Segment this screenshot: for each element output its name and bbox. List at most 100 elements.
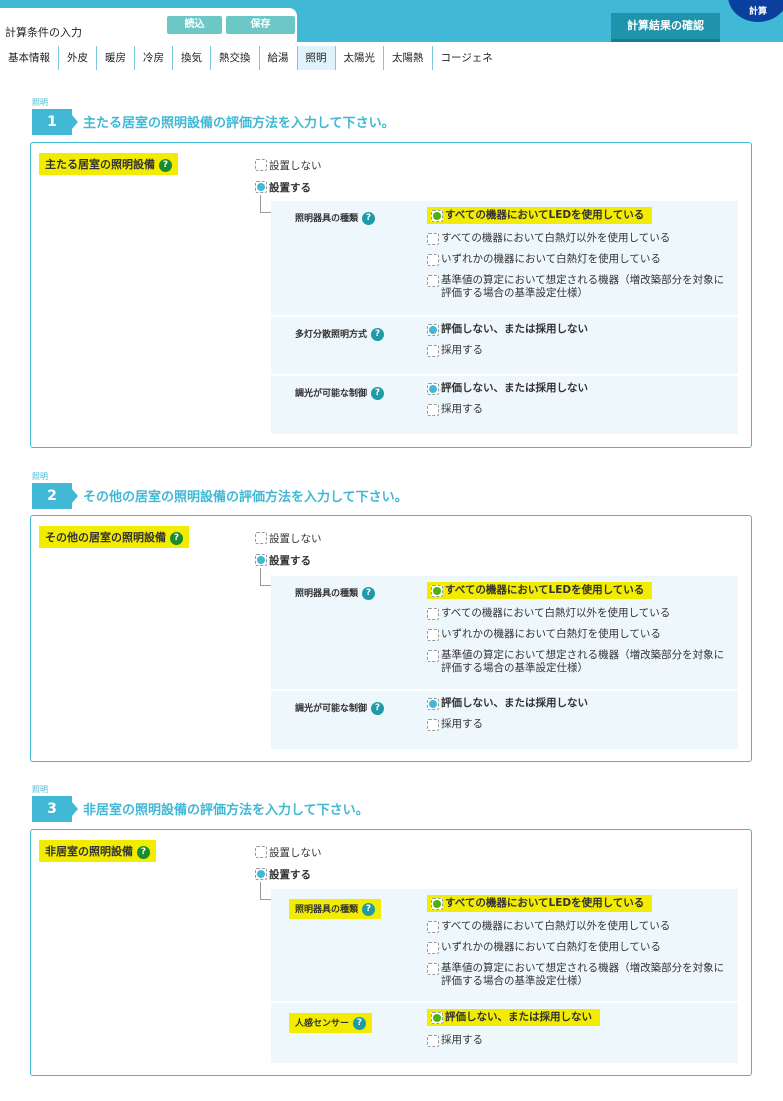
section-number: 1 <box>32 109 78 135</box>
option-radio[interactable]: 採用する <box>427 344 730 357</box>
help-icon[interactable]: ? <box>137 845 150 859</box>
nav-item[interactable]: 太陽光 <box>336 46 384 70</box>
equipment-label: その他の居室の照明設備? <box>39 526 189 548</box>
help-icon[interactable]: ? <box>371 702 385 715</box>
option-radio[interactable]: 採用する <box>427 403 730 416</box>
radio-icon <box>427 942 439 954</box>
option-label: 設置しない <box>269 533 322 545</box>
calc-button[interactable]: 計算 <box>728 0 783 22</box>
options: 評価しない、または採用しない採用する <box>427 1009 730 1055</box>
radio-icon <box>427 404 439 416</box>
radio-icon <box>427 345 439 357</box>
nav-item[interactable]: 熱交換 <box>211 46 260 70</box>
equipment-label: 非居室の照明設備? <box>39 840 156 862</box>
option-radio[interactable]: 基準値の算定において想定される機器（増改築部分を対象に評価する場合の基準設定仕様… <box>427 274 730 300</box>
option-label: いずれかの機器において白熱灯を使用している <box>441 941 661 953</box>
option-label: 設置しない <box>269 160 322 172</box>
help-icon[interactable]: ? <box>371 328 385 341</box>
setting-label: 人感センサー? <box>289 1013 373 1033</box>
option-label: 基準値の算定において想定される機器（増改築部分を対象に評価する場合の基準設定仕様… <box>441 962 725 987</box>
option-radio[interactable]: すべての機器においてLEDを使用している <box>427 582 730 599</box>
option-radio[interactable]: すべての機器において白熱灯以外を使用している <box>427 920 730 933</box>
nav-item[interactable]: 太陽熱 <box>384 46 433 70</box>
help-icon[interactable]: ? <box>353 1017 367 1030</box>
option-label: 採用する <box>441 403 483 415</box>
tab-title: 計算条件の入力 <box>5 26 82 39</box>
install-radio[interactable]: 設置する <box>255 553 311 568</box>
nav-item[interactable]: 照明 <box>297 46 336 70</box>
option-label: 採用する <box>441 1034 483 1046</box>
setting-label-text: 照明器具の種類 <box>295 589 359 599</box>
calc-result-button[interactable]: 計算結果の確認 <box>611 13 720 42</box>
section-box: 主たる居室の照明設備? 設置しない 設置する 照明器具の種類? すべての機器にお… <box>30 142 752 448</box>
option-label: すべての機器において白熱灯以外を使用している <box>441 607 671 619</box>
option-radio[interactable]: すべての機器において白熱灯以外を使用している <box>427 232 730 245</box>
option-label: いずれかの機器において白熱灯を使用している <box>441 253 661 265</box>
option-radio[interactable]: すべての機器において白熱灯以外を使用している <box>427 607 730 620</box>
option-radio[interactable]: いずれかの機器において白熱灯を使用している <box>427 628 730 641</box>
help-icon[interactable]: ? <box>159 158 172 172</box>
install-radio[interactable]: 設置する <box>255 180 311 195</box>
radio-icon <box>255 159 267 171</box>
radio-checked-icon <box>427 698 439 710</box>
section-title: 主たる居室の照明設備の評価方法を入力して下さい。 <box>83 116 395 131</box>
equipment-label: 主たる居室の照明設備? <box>39 153 178 175</box>
nav-item[interactable]: 基本情報 <box>0 46 59 70</box>
option-label: 設置する <box>269 869 311 881</box>
section-number: 2 <box>32 483 78 509</box>
option-label: すべての機器においてLEDを使用している <box>445 584 645 596</box>
option-radio[interactable]: 評価しない、または採用しない <box>427 323 730 336</box>
option-label: すべての機器においてLEDを使用している <box>445 897 645 909</box>
category-nav: 基本情報外皮暖房冷房換気熱交換給湯照明太陽光太陽熱コージェネ <box>0 46 501 70</box>
option-radio[interactable]: すべての機器においてLEDを使用している <box>427 207 730 224</box>
options: 評価しない、または採用しない採用する <box>427 382 730 424</box>
option-radio[interactable]: 基準値の算定において想定される機器（増改築部分を対象に評価する場合の基準設定仕様… <box>427 962 730 988</box>
help-icon[interactable]: ? <box>371 387 385 400</box>
option-label: 評価しない、または採用しない <box>441 697 588 709</box>
option-radio[interactable]: 採用する <box>427 1034 730 1047</box>
setting-row: 調光が可能な制御? 評価しない、または採用しない採用する <box>271 376 738 434</box>
install-radio[interactable]: 設置する <box>255 867 311 882</box>
radio-checked-icon <box>431 1012 443 1024</box>
setting-label: 照明器具の種類? <box>289 899 382 919</box>
load-button[interactable]: 読込 <box>167 16 222 34</box>
option-label: 設置する <box>269 182 311 194</box>
save-button[interactable]: 保存 <box>226 16 295 34</box>
option-radio[interactable]: 評価しない、または採用しない <box>427 1009 730 1026</box>
option-radio[interactable]: いずれかの機器において白熱灯を使用している <box>427 253 730 266</box>
nav-item[interactable]: 給湯 <box>260 46 298 70</box>
help-icon[interactable]: ? <box>170 531 183 545</box>
help-icon[interactable]: ? <box>362 212 376 225</box>
nav-item[interactable]: 冷房 <box>135 46 173 70</box>
radio-icon <box>427 921 439 933</box>
not-install-radio[interactable]: 設置しない <box>255 531 322 546</box>
setting-label-text: 調光が可能な制御 <box>295 704 368 714</box>
setting-label: 照明器具の種類? <box>295 211 376 225</box>
nav-item[interactable]: コージェネ <box>440 52 493 64</box>
nav-item[interactable]: 換気 <box>173 46 211 70</box>
option-radio[interactable]: 評価しない、または採用しない <box>427 382 730 395</box>
setting-row: 照明器具の種類? すべての機器においてLEDを使用しているすべての機器において白… <box>271 889 738 1003</box>
setting-row: 照明器具の種類? すべての機器においてLEDを使用しているすべての機器において白… <box>271 201 738 317</box>
option-radio[interactable]: 採用する <box>427 718 730 731</box>
radio-icon <box>427 1035 439 1047</box>
option-label: いずれかの機器において白熱灯を使用している <box>441 628 661 640</box>
options: すべての機器においてLEDを使用しているすべての機器において白熱灯以外を使用して… <box>427 582 730 683</box>
setting-row: 人感センサー? 評価しない、または採用しない採用する <box>271 1003 738 1063</box>
not-install-radio[interactable]: 設置しない <box>255 158 322 173</box>
help-icon[interactable]: ? <box>362 587 376 600</box>
option-label: すべての機器において白熱灯以外を使用している <box>441 920 671 932</box>
nav-item[interactable]: 外皮 <box>59 46 97 70</box>
option-radio[interactable]: すべての機器においてLEDを使用している <box>427 895 730 912</box>
nav-item[interactable]: 暖房 <box>97 46 135 70</box>
option-radio[interactable]: いずれかの機器において白熱灯を使用している <box>427 941 730 954</box>
setting-label-text: 照明器具の種類 <box>295 214 359 224</box>
not-install-radio[interactable]: 設置しない <box>255 845 322 860</box>
radio-checked-icon <box>427 383 439 395</box>
section-category: 照明 <box>32 472 48 481</box>
option-radio[interactable]: 評価しない、または採用しない <box>427 697 730 710</box>
help-icon[interactable]: ? <box>362 903 376 916</box>
option-label: 基準値の算定において想定される機器（増改築部分を対象に評価する場合の基準設定仕様… <box>441 274 725 299</box>
setting-label: 照明器具の種類? <box>295 586 376 600</box>
option-radio[interactable]: 基準値の算定において想定される機器（増改築部分を対象に評価する場合の基準設定仕様… <box>427 649 730 675</box>
